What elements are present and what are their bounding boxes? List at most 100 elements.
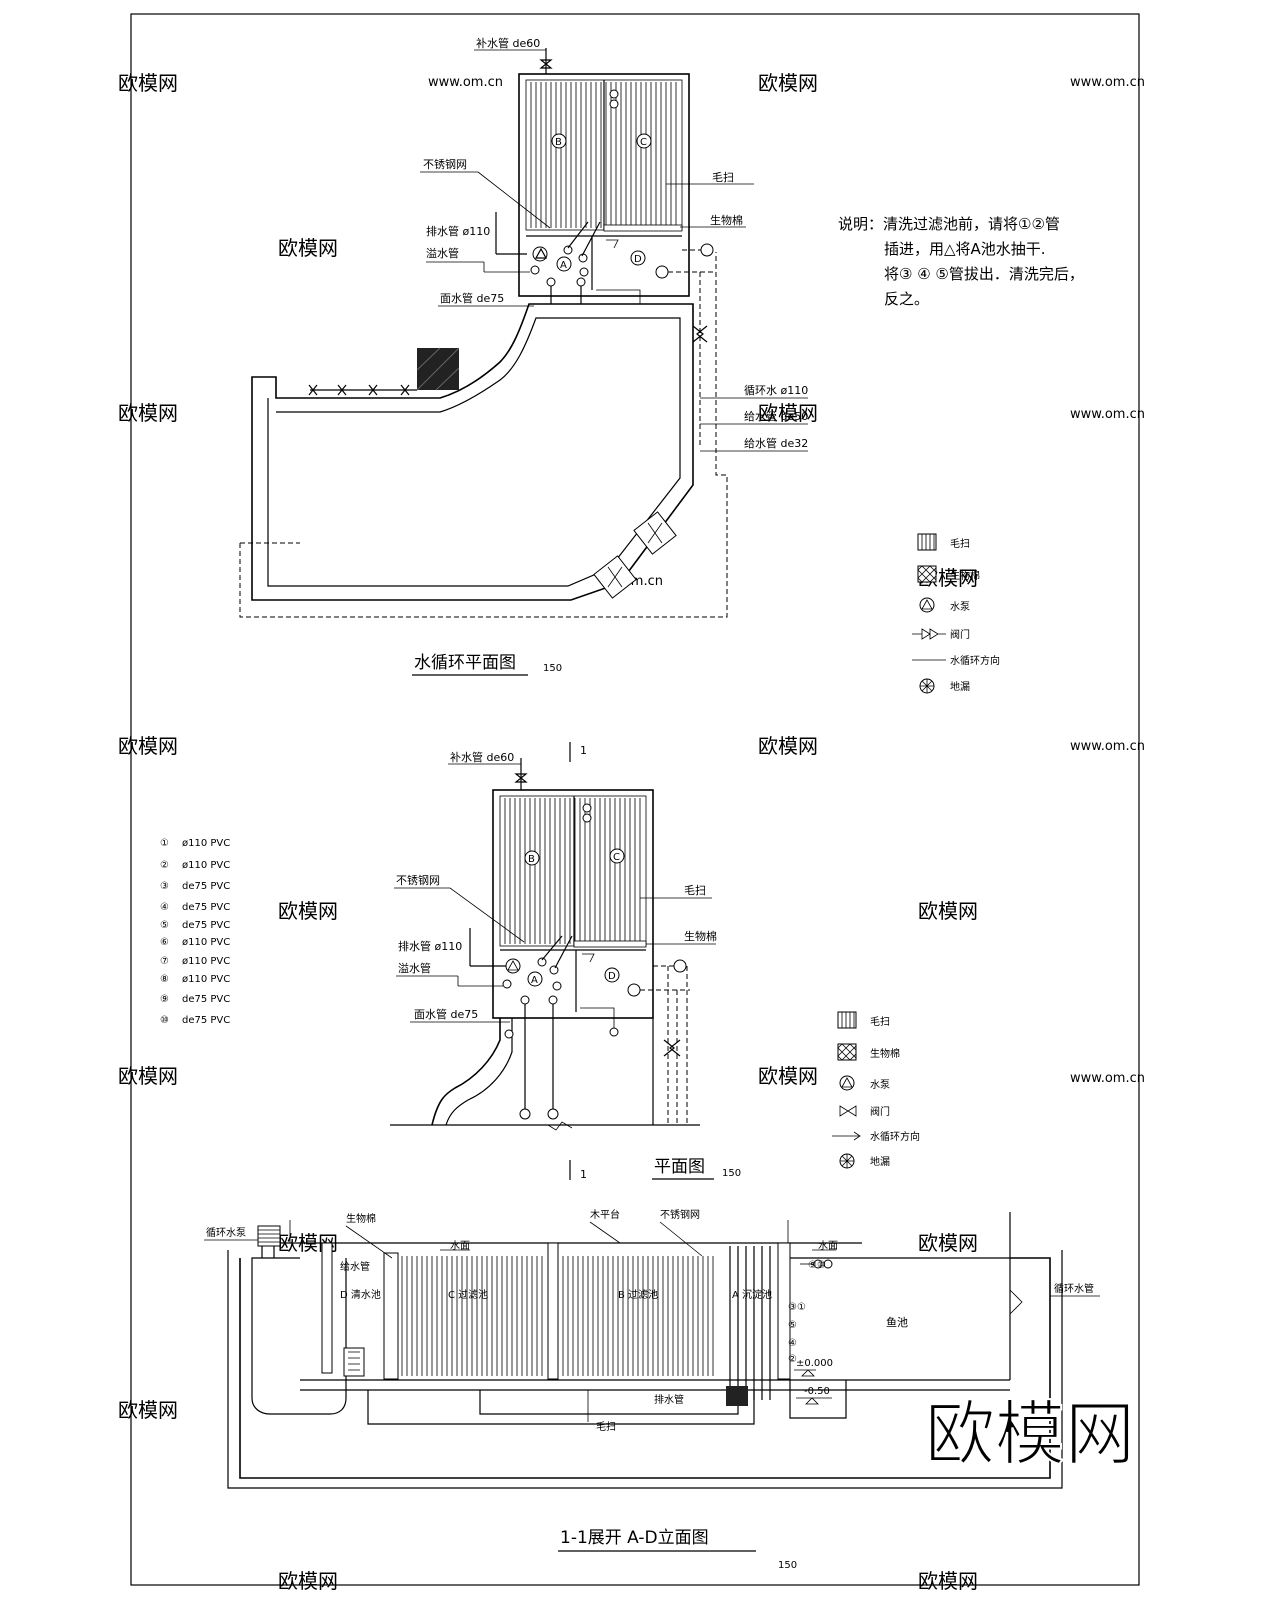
pump-icon — [700, 243, 714, 257]
label-tank-a: A 沉淀池 — [732, 1288, 772, 1301]
brush-legend-icon — [917, 533, 937, 551]
label-drain: 排水管 ø110 — [398, 939, 462, 953]
tank-b-marker — [524, 850, 540, 866]
svg-text:A: A — [560, 260, 567, 271]
valve-icon — [514, 773, 528, 783]
note-line-2: 插进，用△将A池水抽干. — [884, 240, 1046, 258]
label-level-zero: ±0.000 — [796, 1358, 833, 1369]
watermark-layer: 欧模网 www.om.cn 欧模网 www.om.cn 欧模网 欧模网 www.… — [118, 71, 1145, 1593]
circulation-pump-icon — [257, 1225, 281, 1247]
pipe-num: ⑦ — [160, 956, 169, 967]
svg-text:C: C — [640, 137, 647, 148]
watermark-site: www.om.cn — [1070, 739, 1145, 754]
label-circulation-pump: 循环水泵 — [206, 1226, 246, 1239]
valve-legend-icon — [839, 1105, 857, 1117]
pipe-spec: de75 PVC — [182, 902, 230, 913]
svg-text:D: D — [608, 971, 616, 982]
watermark-brand: 欧模网 — [118, 734, 178, 758]
watermark-brand: 欧模网 — [118, 71, 178, 95]
legend-item: 水循环方向 — [870, 1130, 920, 1143]
label-tank-b: B 过滤池 — [618, 1288, 658, 1301]
floor-drain-icon — [547, 1108, 559, 1120]
label-drain-pipe: 排水管 — [654, 1393, 684, 1406]
label-feed-de50: 给水管 de50 — [744, 409, 808, 423]
pipe-spec: ø110 PVC — [182, 838, 230, 849]
valve-icon — [539, 59, 553, 69]
plan-2-scale: 150 — [722, 1168, 741, 1179]
watermark-brand: 欧模网 — [918, 1231, 978, 1255]
section-title: 1-1展开 A-D立面图 — [560, 1528, 709, 1548]
valve-icon — [692, 325, 708, 343]
plan-2: 1 1 补水管 de60 B C A D — [160, 742, 920, 1181]
label-circulation-pipe: 循环水管 — [1054, 1282, 1094, 1295]
pipe-num: ⑧ — [160, 974, 169, 985]
tank-d-marker — [630, 250, 646, 266]
pipe-num: ③ — [160, 881, 169, 892]
pipe-spec: de75 PVC — [182, 994, 230, 1005]
label-level-negative: -0.50 — [804, 1386, 830, 1397]
watermark-brand: 欧模网 — [118, 1064, 178, 1088]
legend-item: 生物棉 — [950, 569, 980, 582]
legend-item: 水循环方向 — [950, 654, 1000, 667]
floor-drain-icon — [519, 1108, 531, 1120]
watermark-brand: 欧模网 — [758, 71, 818, 95]
pipe-num: ② — [160, 860, 169, 871]
flow-arrow — [606, 239, 619, 249]
boundary-dashed — [239, 252, 728, 618]
pipe-num: ⑩ — [160, 1015, 169, 1026]
label-circulation: 循环水 ø110 — [744, 384, 808, 397]
tank-wall — [547, 1242, 559, 1380]
label-brush: 毛扫 — [684, 884, 706, 897]
label-pipe-nums: ④ — [788, 1338, 797, 1349]
pump-legend-icon — [919, 597, 935, 613]
watermark-brand: 欧模网 — [918, 899, 978, 923]
settling-pipes — [729, 1246, 771, 1400]
pipe-spec: ø110 PVC — [182, 956, 230, 967]
pipe-num: ④ — [160, 902, 169, 913]
watermark-brand: 欧模网 — [758, 401, 818, 425]
pipe-num: ⑤ — [160, 920, 169, 931]
section-mark-label: 1 — [580, 744, 587, 757]
flow-direction-legend-icon — [832, 1131, 861, 1141]
section-scale: 150 — [778, 1560, 797, 1571]
watermark-site: www.om.cn — [1070, 407, 1145, 422]
legend-item: 水泵 — [870, 1079, 890, 1091]
pipe-num: ⑥ — [160, 937, 169, 948]
pump-icon — [534, 247, 548, 259]
section-mark-label: 1 — [580, 1168, 587, 1181]
svg-text:B: B — [528, 854, 535, 865]
watermark-site: www.om.cn — [428, 75, 503, 90]
label-surface-pipe: 面水管 de75 — [414, 1007, 478, 1021]
label-biocotton: 生物棉 — [684, 929, 717, 943]
valve-icon — [663, 1039, 681, 1057]
label-surface-pipe: 面水管 de75 — [440, 291, 504, 305]
filter-tank-outline — [492, 789, 654, 1019]
watermark-brand: 欧模网 — [118, 401, 178, 425]
pipe-spec: de75 PVC — [182, 1015, 230, 1026]
watermark-brand: 欧模网 — [758, 1064, 818, 1088]
watermark-brand: 欧模网 — [758, 734, 818, 758]
filter-brush-hatch — [401, 1256, 714, 1376]
pump-icon — [673, 959, 687, 973]
legend-item: 地漏 — [950, 680, 970, 693]
label-wood-deck: 木平台 — [590, 1208, 620, 1221]
biocotton-legend-icon — [837, 1043, 857, 1061]
label-fish-pond: 鱼池 — [886, 1315, 908, 1329]
section-1-1: 循环水泵 生物棉 木平台 不锈钢网 水面 水面 给水管 D 清水池 C 过滤池 … — [204, 1208, 1100, 1571]
biocotton-strip — [573, 940, 647, 948]
note-line-4: 反之。 — [884, 290, 929, 308]
tank-d-marker — [604, 967, 620, 983]
pool-outline — [251, 303, 694, 601]
tank-a-marker — [527, 971, 543, 987]
label-mesh: 不锈钢网 — [423, 158, 467, 171]
pipe-lines — [567, 221, 601, 257]
legend-item: 阀门 — [950, 628, 970, 641]
legend-item: 生物棉 — [870, 1047, 900, 1060]
watermark-brand: 欧模网 — [278, 899, 338, 923]
label-overflow: 溢水管 — [398, 961, 431, 975]
svg-text:A: A — [531, 975, 538, 986]
legend-item: 毛扫 — [950, 537, 970, 550]
pipe-num: ① — [160, 838, 169, 849]
tank-a-marker — [556, 256, 572, 272]
